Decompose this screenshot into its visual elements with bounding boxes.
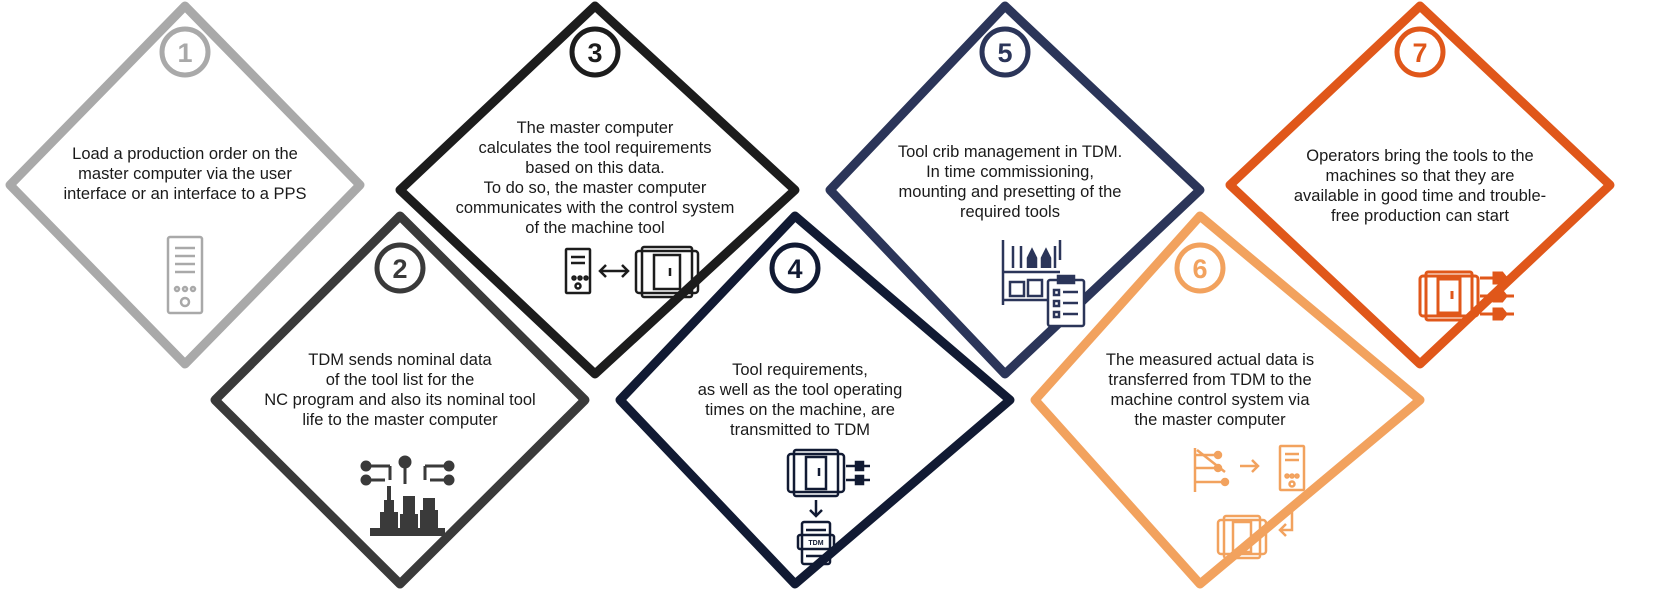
step-2-line-4: life to the master computer <box>302 411 498 429</box>
step-5-text: Tool crib management in TDM. In time com… <box>845 142 1175 222</box>
step-4-outline <box>615 211 1015 589</box>
server-icon <box>166 235 204 315</box>
step-2-line-2: of the tool list for the <box>325 371 475 389</box>
svg-text:1: 1 <box>177 38 192 68</box>
svg-text:6: 6 <box>1192 254 1207 284</box>
step-1-line-1: Load a production order on the <box>72 145 298 163</box>
tdm-label: TDM <box>808 540 823 547</box>
step-3-text: The master computer calculates the tool … <box>430 118 760 238</box>
machine-tools-ready-icon <box>1418 270 1514 322</box>
computer-machine-exchange-icon <box>564 245 700 299</box>
step-1-line-3: interface or an interface to a PPS <box>63 185 307 203</box>
machine-to-tdm-icon <box>786 448 870 566</box>
step-7-text: Operators bring the tools to the machine… <box>1255 146 1585 226</box>
step-number-4: 4 <box>769 242 821 294</box>
step-6-line-4: the master computer <box>1134 411 1286 429</box>
step-2-outline <box>210 211 590 589</box>
step-4-line-3: times on the machine, are <box>705 401 895 419</box>
step-2-line-3: NC program and also its nominal tool <box>264 391 536 409</box>
step-2-text: TDM sends nominal data of the tool list … <box>235 350 565 430</box>
svg-text:2: 2 <box>392 254 407 284</box>
step-3-line-2: calculates the tool requirements <box>478 139 712 157</box>
svg-text:4: 4 <box>787 254 802 284</box>
step-5-line-1: Tool crib management in TDM. <box>897 143 1123 161</box>
step-7-line-3: available in good time and trouble- <box>1293 187 1547 205</box>
step-number-6: 6 <box>1174 242 1226 294</box>
step-4-text: Tool requirements, as well as the tool o… <box>635 360 965 440</box>
data-transfer-icon <box>1193 444 1306 560</box>
step-number-7: 7 <box>1394 26 1446 78</box>
tool-crib-icon <box>1001 240 1086 328</box>
step-6-line-1: The measured actual data is <box>1105 351 1315 369</box>
step-3-line-6: of the machine tool <box>525 219 665 237</box>
step-6-text: The measured actual data is transferred … <box>1045 350 1375 430</box>
svg-text:5: 5 <box>997 38 1012 68</box>
step-6-line-2: transferred from TDM to the <box>1108 371 1312 389</box>
step-3-line-4: To do so, the master computer <box>483 179 707 197</box>
step-4-line-2: as well as the tool operating <box>697 381 903 399</box>
step-5-outline <box>825 1 1205 379</box>
step-7-line-1: Operators bring the tools to the <box>1306 147 1534 165</box>
step-7-line-4: free production can start <box>1331 207 1509 225</box>
tool-list-icon <box>360 455 455 536</box>
step-4-line-4: transmitted to TDM <box>730 421 870 439</box>
step-3-line-5: communicates with the control system <box>455 199 735 217</box>
step-5-line-3: mounting and presetting of the <box>898 183 1122 201</box>
step-number-2: 2 <box>374 242 426 294</box>
step-1-outline <box>5 1 365 369</box>
step-5-line-2: In time commissioning, <box>926 163 1094 181</box>
svg-text:7: 7 <box>1412 38 1427 68</box>
step-6-line-3: machine control system via <box>1110 391 1310 409</box>
step-3-line-1: The master computer <box>516 119 674 137</box>
step-number-5: 5 <box>979 26 1031 78</box>
step-5-line-4: required tools <box>960 203 1060 221</box>
step-7-line-2: machines so that they are <box>1325 167 1515 185</box>
step-3-outline <box>395 1 800 379</box>
step-6-outline <box>1030 211 1425 589</box>
step-7-outline <box>1225 1 1615 369</box>
step-number-1: 1 <box>159 26 211 78</box>
step-1-text: Load a production order on the master co… <box>20 144 350 204</box>
step-2-line-1: TDM sends nominal data <box>308 351 492 369</box>
step-4-line-1: Tool requirements, <box>732 361 868 379</box>
step-3-line-3: based on this data. <box>525 159 665 177</box>
svg-text:3: 3 <box>587 38 602 68</box>
step-1-line-2: master computer via the user <box>78 165 292 183</box>
step-number-3: 3 <box>569 26 621 78</box>
